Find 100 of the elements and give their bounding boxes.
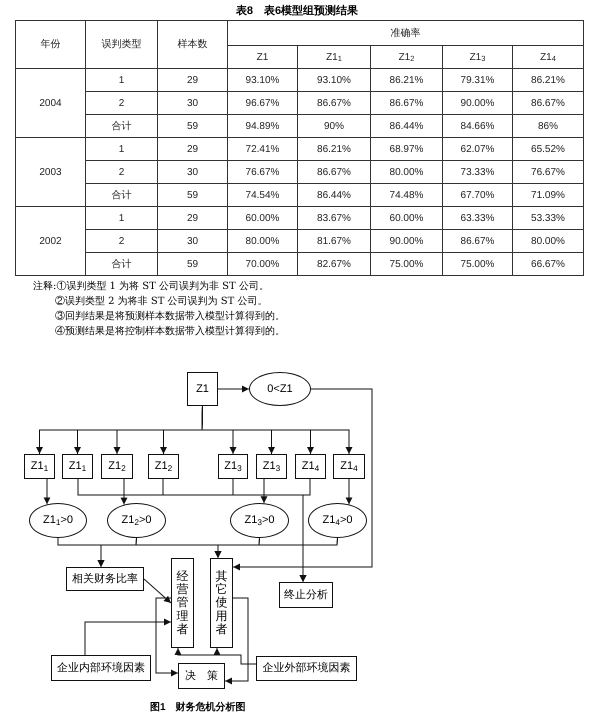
process-box <box>178 663 225 689</box>
node-label: 决 策 <box>185 668 218 684</box>
connector-arrow <box>84 618 172 656</box>
table-cell: 86.67% <box>371 92 443 115</box>
table-cell: 93.10% <box>228 69 298 92</box>
node-label: Z1$_{2}$ <box>108 459 126 475</box>
table-cell: 30 <box>158 92 228 115</box>
header-cell: Z1$_{4}$ <box>513 46 584 69</box>
connector-arrow <box>214 538 338 558</box>
process-box <box>24 454 55 479</box>
table-cell: 75.00% <box>371 253 443 276</box>
process-box <box>256 656 357 681</box>
table-cell: 30 <box>158 230 228 253</box>
node-label: 相关财务比率 <box>72 572 138 587</box>
connector-arrow <box>218 386 250 392</box>
table-cell: 84.66% <box>443 115 513 138</box>
header-cell: 准确率 <box>228 21 584 46</box>
node-label: Z1$_{1}$ <box>30 459 48 475</box>
table-cell: 合计 <box>86 115 158 138</box>
table-cell: 2004 <box>16 69 86 138</box>
table-cell: 70.00% <box>228 253 298 276</box>
table-cell: 67.70% <box>443 184 513 207</box>
table-cell: 合计 <box>86 184 158 207</box>
table-cell: 86.21% <box>513 69 584 92</box>
process-box <box>333 454 365 479</box>
node-label: 经营管理者 <box>176 570 188 636</box>
connector-arrow <box>346 478 352 505</box>
node-label: Z1$_{4}$ <box>302 459 320 475</box>
header-cell: Z1 <box>228 46 298 69</box>
table-cell: 59 <box>158 115 228 138</box>
table-note: ④预测结果是将控制样本数据带入模型计算得到的。 <box>55 326 285 338</box>
table-cell: 1 <box>86 69 158 92</box>
process-box <box>279 582 333 608</box>
table-cell: 2003 <box>16 138 86 207</box>
node-label: 终止分析 <box>284 588 328 603</box>
table-cell: 60.00% <box>228 207 298 230</box>
process-box <box>187 372 218 406</box>
table-note: ②误判类型 2 为将非 ST 公司误判为 ST 公司。 <box>55 296 268 308</box>
table-cell: 86.67% <box>443 230 513 253</box>
table-cell: 75.00% <box>443 253 513 276</box>
node-label: 0<Z1 <box>267 382 293 397</box>
table-cell: 74.48% <box>371 184 443 207</box>
process-box <box>148 454 179 479</box>
header-cell: Z1$_{2}$ <box>371 46 443 69</box>
table-cell: 71.09% <box>513 184 584 207</box>
header-cell: Z1$_{3}$ <box>443 46 513 69</box>
table-cell: 86.44% <box>298 184 371 207</box>
connector-arrow <box>156 598 178 676</box>
table-cell: 94.89% <box>228 115 298 138</box>
table-cell: 53.33% <box>513 207 584 230</box>
table-note: ③回判结果是将预测样本数据带入模型计算得到的。 <box>55 311 285 323</box>
table-cell: 合计 <box>86 253 158 276</box>
table-cell: 80.00% <box>228 230 298 253</box>
table-cell: 79.31% <box>443 69 513 92</box>
process-box <box>66 567 144 591</box>
table-cell: 90.00% <box>371 230 443 253</box>
table-cell: 29 <box>158 69 228 92</box>
node-label: 其它使用者 <box>216 570 228 636</box>
node-label: Z1$_{2}$>0 <box>122 513 152 529</box>
table-cell: 74.54% <box>228 184 298 207</box>
table-cell: 1 <box>86 207 158 230</box>
process-box <box>218 454 248 479</box>
table-cell: 68.97% <box>371 138 443 161</box>
table-cell: 2 <box>86 230 158 253</box>
table-cell: 2 <box>86 92 158 115</box>
table-cell: 86.67% <box>298 92 371 115</box>
process-box <box>51 655 151 681</box>
table-cell: 86.67% <box>513 92 584 115</box>
table-cell: 66.67% <box>513 253 584 276</box>
connector-arrow <box>300 478 310 582</box>
connector-arrow <box>260 478 268 504</box>
node-label: Z1 <box>196 382 209 397</box>
table-cell: 86% <box>513 115 584 138</box>
node-label: Z1$_{1}$>0 <box>43 513 73 529</box>
node-label: Z1$_{2}$ <box>154 459 172 475</box>
figure-caption: 图1 财务危机分析图 <box>150 700 246 715</box>
table-cell: 90% <box>298 115 371 138</box>
node-label: Z1$_{4}$ <box>340 459 358 475</box>
header-cell: 误判类型 <box>86 21 158 69</box>
table-cell: 1 <box>86 138 158 161</box>
table-cell: 81.67% <box>298 230 371 253</box>
process-box <box>171 558 194 648</box>
table-cell: 76.67% <box>513 161 584 184</box>
node-label: Z1$_{3}$>0 <box>244 513 274 529</box>
table-cell: 2002 <box>16 207 86 276</box>
table-cell: 76.67% <box>228 161 298 184</box>
connector-arrow <box>214 648 256 664</box>
table-cell: 72.41% <box>228 138 298 161</box>
connector-arrow <box>232 388 372 570</box>
node-label: Z1$_{1}$ <box>68 459 86 475</box>
node-label: 企业外部环境因素 <box>262 660 350 676</box>
node-label: Z1$_{3}$ <box>224 459 242 475</box>
table-cell: 86.67% <box>298 161 371 184</box>
table-cell: 86.44% <box>371 115 443 138</box>
table-cell: 59 <box>158 184 228 207</box>
table-cell: 63.33% <box>443 207 513 230</box>
table-cell: 80.00% <box>513 230 584 253</box>
table-cell: 2 <box>86 161 158 184</box>
table-cell: 29 <box>158 207 228 230</box>
process-box <box>101 454 133 479</box>
